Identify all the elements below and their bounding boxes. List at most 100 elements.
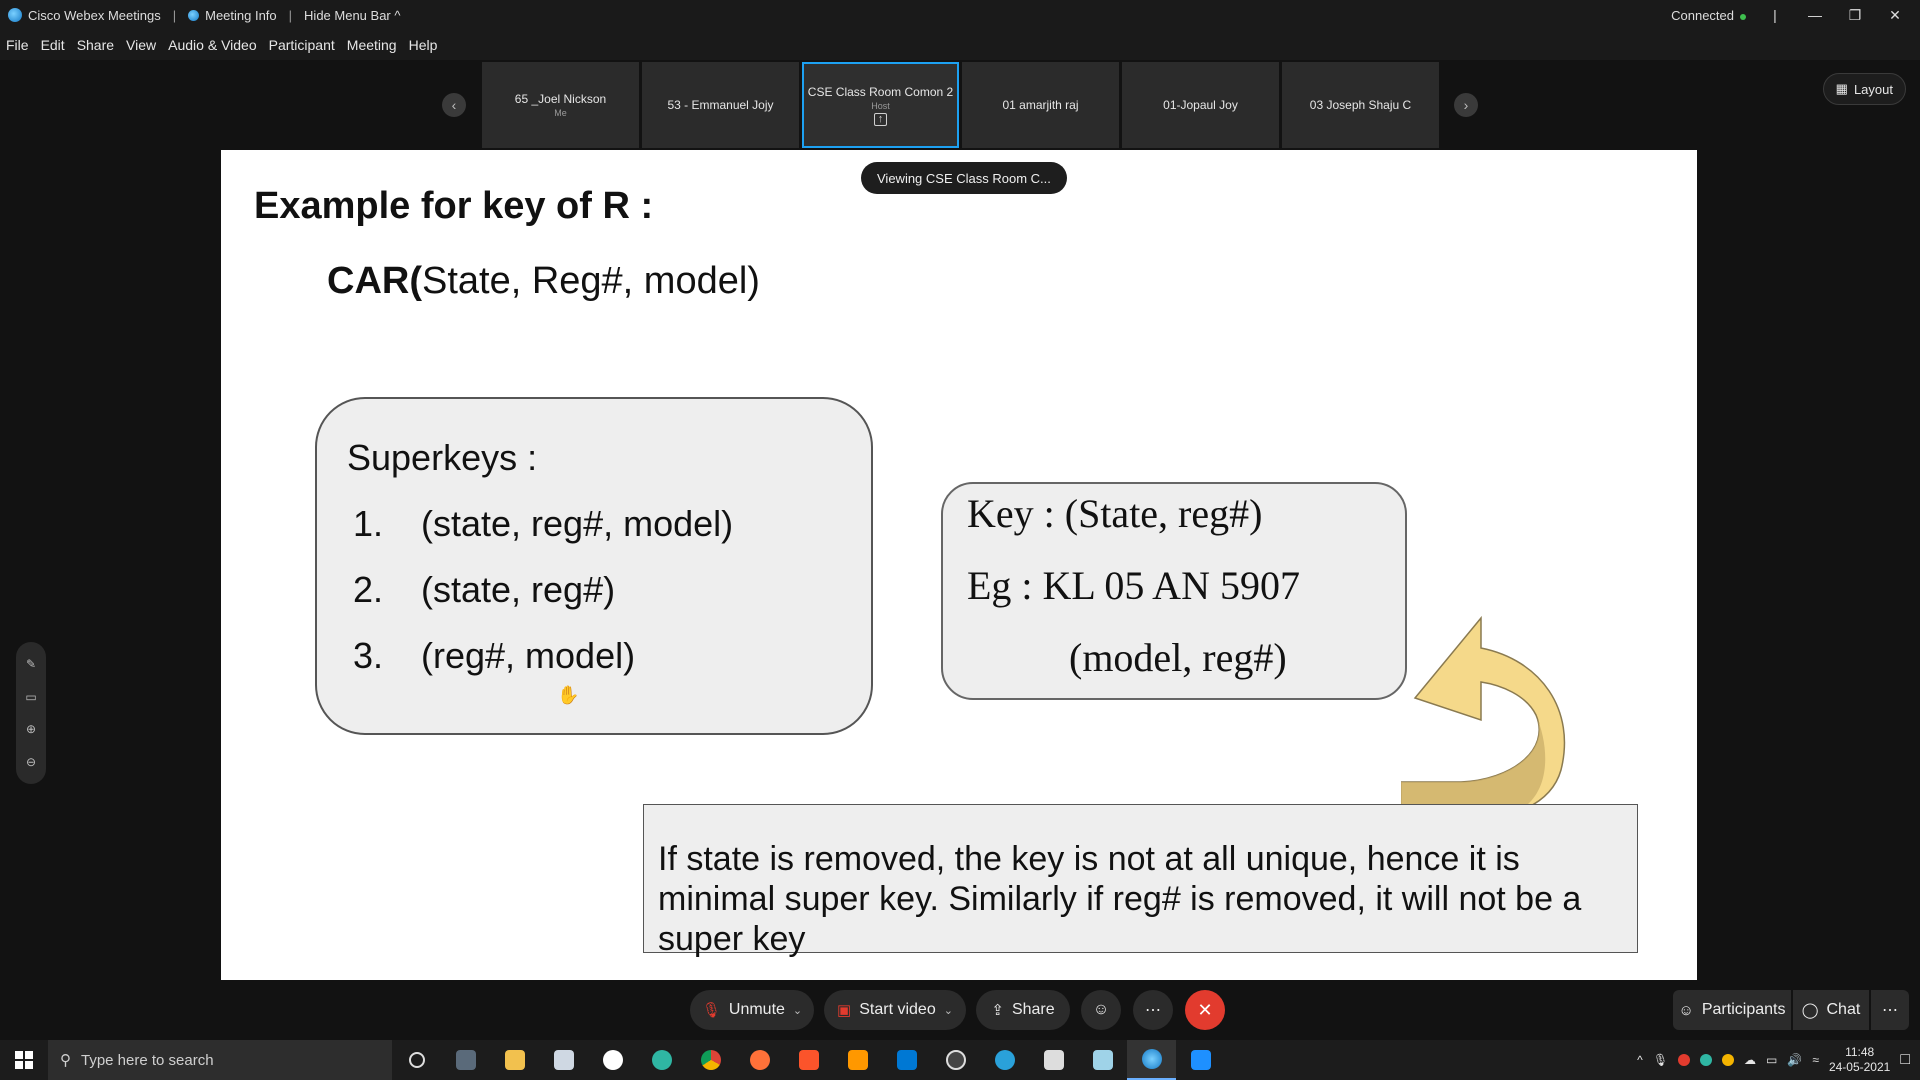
telegram-icon[interactable]: [980, 1040, 1029, 1080]
unmute-button[interactable]: 🎙 Unmute ⌄: [690, 990, 814, 1030]
ellipsis-icon: ⋯: [1145, 1002, 1161, 1019]
connection-status: Connected: [1671, 8, 1746, 23]
chat-bubble-icon: ◯: [1801, 1002, 1819, 1019]
menu-meeting[interactable]: Meeting: [346, 37, 397, 53]
more-options-button[interactable]: ⋯: [1133, 990, 1173, 1030]
firefox-icon[interactable]: [735, 1040, 784, 1080]
menu-share[interactable]: Share: [76, 37, 115, 53]
tray-chrome-icon[interactable]: [1722, 1054, 1735, 1066]
minimize-button[interactable]: —: [1808, 7, 1822, 23]
menu-file[interactable]: File: [6, 37, 29, 53]
participant-name: 01-Jopaul Joy: [1163, 98, 1238, 112]
participant-tile-active[interactable]: CSE Class Room Comon 2 Host ↑: [802, 62, 959, 148]
webex-logo-icon: [8, 8, 22, 22]
notes-icon[interactable]: [1078, 1040, 1127, 1080]
wifi-icon[interactable]: ≈: [1812, 1053, 1819, 1067]
slide-title: Example for key of R :: [254, 185, 654, 227]
participant-tile[interactable]: 01 amarjith raj: [962, 62, 1119, 148]
taskbar-search[interactable]: ⚲ Type here to search: [48, 1040, 392, 1080]
window-app-icon[interactable]: [1176, 1040, 1225, 1080]
curved-arrow-icon: [1401, 615, 1566, 820]
system-tray: ^ 🎙 ☁ ▭ 🔊 ≈ 11:48 24-05-2021 □: [1637, 1045, 1920, 1075]
zoom-in-icon[interactable]: ⊕: [25, 722, 37, 737]
ellipsis-icon: ⋯: [1882, 1002, 1898, 1019]
example-line: Eg : KL 05 AN 5907: [967, 563, 1300, 608]
close-icon: ✕: [1197, 999, 1213, 1020]
cortana-icon[interactable]: [392, 1040, 441, 1080]
vscode-icon[interactable]: [882, 1040, 931, 1080]
windows-logo-icon: [15, 1051, 33, 1069]
zoom-out-icon[interactable]: ⊖: [25, 754, 37, 769]
participant-tile[interactable]: 65 _Joel Nickson Me: [482, 62, 639, 148]
clock[interactable]: 11:48 24-05-2021: [1828, 1045, 1891, 1074]
participant-tile[interactable]: 03 Joseph Shaju C: [1282, 62, 1439, 148]
participant-name: 53 - Emmanuel Jojy: [667, 98, 774, 112]
meeting-info-link[interactable]: Meeting Info: [205, 7, 277, 23]
volume-icon[interactable]: 🔊: [1787, 1053, 1803, 1067]
pin-icon[interactable]: |: [1773, 7, 1777, 23]
menu-view[interactable]: View: [126, 37, 157, 53]
menu-audio-video[interactable]: Audio & Video: [168, 37, 257, 53]
chrome-icon[interactable]: [686, 1040, 735, 1080]
participants-button[interactable]: ☺ Participants: [1673, 990, 1791, 1030]
tray-edge-icon[interactable]: [1700, 1054, 1713, 1066]
store-icon[interactable]: [539, 1040, 588, 1080]
annotate-icon[interactable]: ✎: [25, 657, 37, 672]
participant-strip: ‹ 65 _Joel Nickson Me 53 - Emmanuel Jojy…: [0, 60, 1920, 150]
cloud-icon[interactable]: ☁: [1744, 1053, 1757, 1067]
menu-help[interactable]: Help: [408, 37, 438, 53]
task-view-icon[interactable]: [441, 1040, 490, 1080]
close-window-button[interactable]: ✕: [1889, 6, 1901, 23]
video-off-icon: ▣: [837, 1002, 852, 1019]
app-icon[interactable]: [1029, 1040, 1078, 1080]
app-title: Cisco Webex Meetings: [28, 7, 161, 23]
webex-taskbar-icon[interactable]: [1127, 1040, 1176, 1080]
eraser-icon[interactable]: ▭: [25, 689, 37, 704]
alt-key-line: (model, reg#): [1069, 635, 1287, 680]
chevron-down-icon[interactable]: ⌄: [943, 1004, 953, 1017]
chevron-down-icon[interactable]: ⌄: [792, 1004, 803, 1017]
hide-menu-bar-button[interactable]: Hide Menu Bar ^: [304, 7, 401, 23]
meeting-controls: 🎙 Unmute ⌄ ▣ Start video ⌄ ⇪ Share ☺ ⋯ ✕…: [0, 980, 1920, 1040]
superkey-item: 3.(reg#, model): [353, 635, 636, 676]
chevron-up-icon: ^: [394, 7, 401, 23]
key-line: Key : (State, reg#): [967, 491, 1263, 536]
menu-participant[interactable]: Participant: [268, 37, 335, 53]
file-explorer-icon[interactable]: [490, 1040, 539, 1080]
explanation-box: If state is removed, the key is not at a…: [643, 804, 1638, 958]
chat-button[interactable]: ◯ Chat: [1793, 990, 1869, 1030]
participant-tile[interactable]: 53 - Emmanuel Jojy: [642, 62, 799, 148]
chevron-up-icon[interactable]: ^: [1637, 1053, 1643, 1067]
emoji-icon: ☺: [1092, 1001, 1110, 1018]
panel-more-button[interactable]: ⋯: [1871, 990, 1909, 1030]
reactions-button[interactable]: ☺: [1081, 990, 1121, 1030]
microphone-icon[interactable]: 🎙: [1652, 1053, 1669, 1067]
xbox-icon[interactable]: [588, 1040, 637, 1080]
layout-button[interactable]: ▦ Layout: [1822, 73, 1906, 105]
obs-icon[interactable]: [931, 1040, 980, 1080]
superkeys-heading: Superkeys :: [347, 437, 538, 478]
search-icon: ⚲: [60, 1052, 71, 1069]
shared-slide: Example for key of R : CAR(State, Reg#, …: [221, 150, 1697, 980]
participant-name: 01 amarjith raj: [1002, 98, 1079, 112]
restore-button[interactable]: ❐: [1848, 6, 1862, 23]
share-button[interactable]: ⇪ Share: [976, 990, 1070, 1030]
notifications-icon[interactable]: □: [1900, 1051, 1910, 1068]
start-video-button[interactable]: ▣ Start video ⌄: [824, 990, 966, 1030]
edge-icon[interactable]: [637, 1040, 686, 1080]
tray-app-icon[interactable]: [1678, 1054, 1691, 1066]
participant-role: Host: [871, 100, 890, 111]
menu-edit[interactable]: Edit: [40, 37, 65, 53]
scroll-left-button[interactable]: ‹: [442, 93, 466, 117]
participant-tile[interactable]: 01-Jopaul Joy: [1122, 62, 1279, 148]
viewing-indicator: Viewing CSE Class Room C...: [861, 162, 1067, 194]
sublime-icon[interactable]: [833, 1040, 882, 1080]
participant-name: 65 _Joel Nickson: [514, 92, 607, 106]
scroll-right-button[interactable]: ›: [1454, 93, 1478, 117]
battery-icon[interactable]: ▭: [1766, 1053, 1778, 1067]
start-button[interactable]: [0, 1040, 48, 1080]
participant-name: CSE Class Room Comon 2: [807, 84, 954, 99]
leave-meeting-button[interactable]: ✕: [1185, 990, 1225, 1030]
shared-content-area: Example for key of R : CAR(State, Reg#, …: [0, 150, 1920, 980]
brave-icon[interactable]: [784, 1040, 833, 1080]
